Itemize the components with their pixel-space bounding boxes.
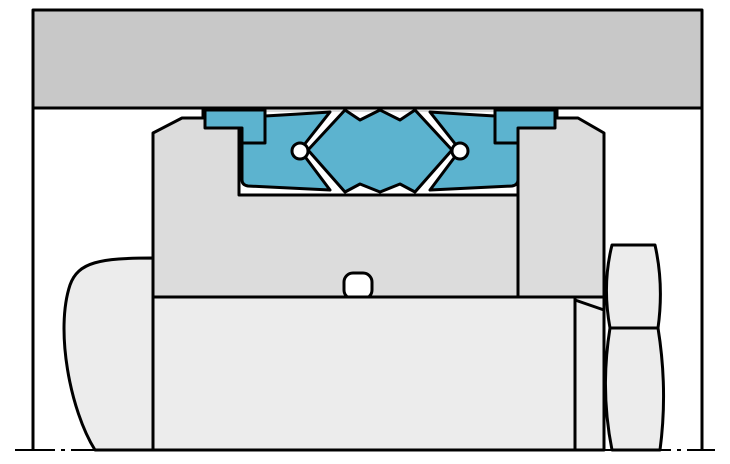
housing-bar — [31, 8, 704, 110]
hex-nut — [604, 243, 662, 330]
rod-chamfer — [574, 298, 605, 312]
rod — [151, 295, 577, 452]
seal-wing-left — [240, 110, 332, 192]
rod-step — [573, 295, 606, 452]
hex-nut-lower — [603, 326, 666, 452]
left-nut — [62, 256, 155, 452]
seal-left-half — [203, 108, 332, 192]
seal-right-half — [428, 108, 557, 192]
energizer-hole-left — [290, 141, 310, 161]
energizer-hole-right — [450, 141, 470, 161]
piston-bore-hole — [342, 271, 374, 301]
energizer-ring — [306, 108, 454, 194]
seal-wing-right — [428, 110, 520, 192]
